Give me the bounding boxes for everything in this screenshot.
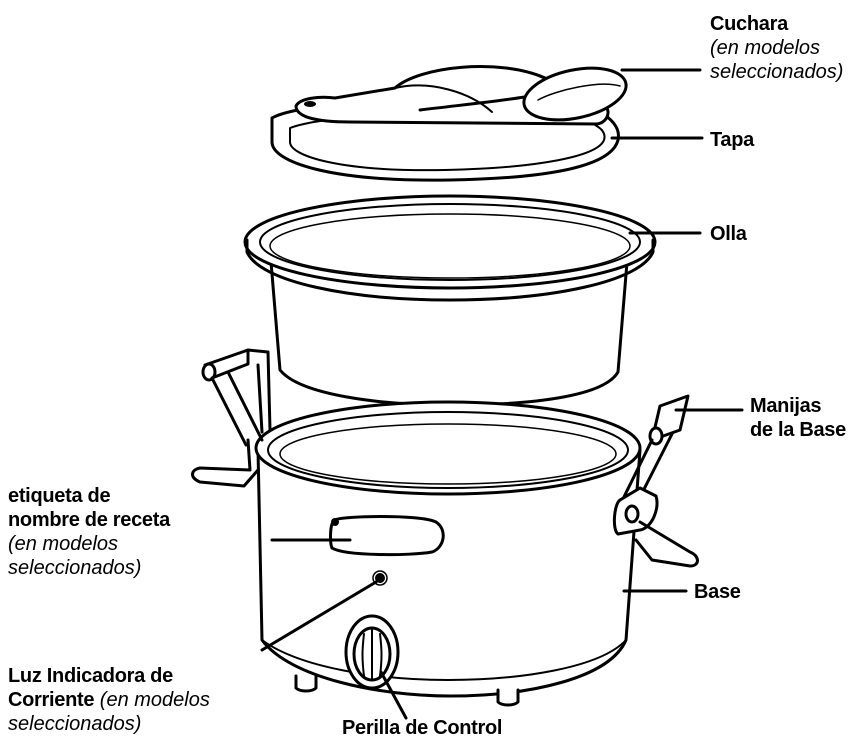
label-cuchara-note-1: (en modelos xyxy=(710,37,821,59)
label-luz-line-1: Luz Indicadora de xyxy=(8,665,173,687)
label-luz-note-2: seleccionados) xyxy=(8,713,142,735)
label-base-title: Base xyxy=(694,581,741,603)
base-drawing xyxy=(254,400,642,707)
label-tapa: Tapa xyxy=(710,128,754,152)
label-perilla: Perilla de Control xyxy=(342,716,502,740)
handles-drawing xyxy=(191,348,699,568)
label-olla: Olla xyxy=(710,222,747,246)
label-cuchara-note-2: seleccionados) xyxy=(710,61,844,83)
label-etiqueta-note-1: (en modelos xyxy=(8,533,119,555)
label-base: Base xyxy=(694,580,741,604)
spoon-drawing xyxy=(418,66,628,122)
label-etiqueta-note-2: seleccionados) xyxy=(8,557,142,579)
label-etiqueta-line-1: etiqueta de xyxy=(8,485,111,507)
label-luz-line-2: Corriente xyxy=(8,689,95,711)
label-luz-note-1: (en modelos xyxy=(99,689,210,711)
label-manijas-line-1: Manijas xyxy=(750,395,822,417)
label-perilla-title: Perilla de Control xyxy=(342,717,503,739)
label-etiqueta-line-2: nombre de receta xyxy=(8,509,170,531)
label-cuchara-title: Cuchara xyxy=(710,13,788,35)
label-etiqueta: etiqueta de nombre de receta (en modelos… xyxy=(8,484,170,580)
label-manijas-line-2: de la Base xyxy=(750,419,846,441)
label-cuchara: Cuchara (en modelos seleccionados) xyxy=(710,12,843,84)
label-olla-title: Olla xyxy=(710,223,747,245)
label-luz: Luz Indicadora de Corriente (en modelos … xyxy=(8,664,210,736)
label-manijas: Manijas de la Base xyxy=(750,394,846,442)
crock-drawing xyxy=(243,194,657,407)
label-tapa-title: Tapa xyxy=(710,129,754,151)
leader-lines xyxy=(260,68,744,720)
